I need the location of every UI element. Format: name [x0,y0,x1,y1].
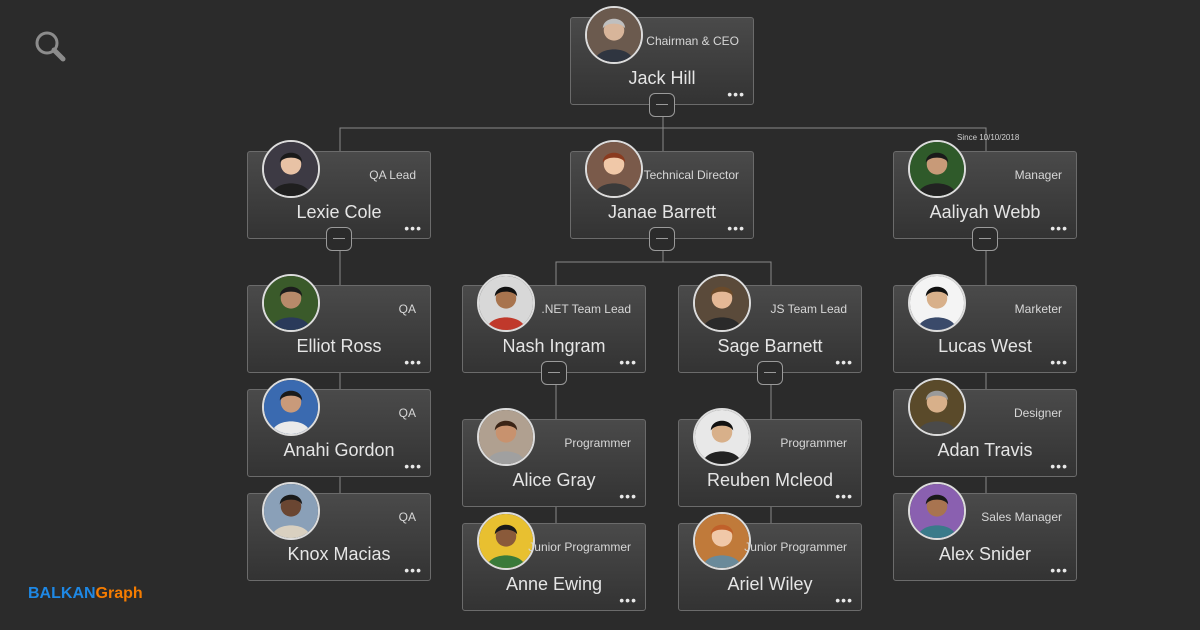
org-node-sage-barnett[interactable]: JS Team Lead Sage Barnett ••• [678,274,862,373]
avatar [693,512,751,570]
more-options-icon[interactable]: ••• [404,220,422,236]
node-title: Junior Programmer [744,540,847,554]
node-title: Programmer [780,436,847,450]
node-title: JS Team Lead [770,302,848,316]
more-options-icon[interactable]: ••• [404,562,422,578]
org-node-jack-hill[interactable]: Chairman & CEO Jack Hill ••• [570,6,754,105]
node-title: QA [398,302,416,316]
org-node-alex-snider[interactable]: Sales Manager Alex Snider ••• [893,482,1077,581]
node-name: Jack Hill [628,68,696,88]
org-node-anne-ewing[interactable]: Junior Programmer Anne Ewing ••• [462,512,646,611]
collapse-toggle[interactable] [649,227,675,251]
more-options-icon[interactable]: ••• [727,86,745,102]
logo-part-2: Graph [95,585,143,602]
org-node-ariel-wiley[interactable]: Junior Programmer Ariel Wiley ••• [678,512,862,611]
collapse-toggle[interactable] [972,227,998,251]
node-title: Programmer [564,436,631,450]
avatar [908,274,966,332]
node-name: Knox Macias [287,544,391,564]
collapse-toggle[interactable] [649,93,675,117]
avatar [585,140,643,198]
node-title: Designer [1013,406,1062,420]
node-name: Nash Ingram [502,336,606,356]
since-date-note: Since 10/10/2018 [957,133,1020,142]
avatar [262,378,320,436]
node-name: Ariel Wiley [727,574,813,594]
node-name: Alice Gray [512,470,596,490]
node-title: Chairman & CEO [646,34,739,48]
collapse-toggle[interactable] [541,361,567,385]
node-title: Manager [1014,168,1062,182]
more-options-icon[interactable]: ••• [835,592,853,608]
link-tech-branch [555,240,772,285]
more-options-icon[interactable]: ••• [619,488,637,504]
collapse-toggle[interactable] [757,361,783,385]
node-name: Lucas West [938,336,1032,356]
avatar [693,274,751,332]
more-options-icon[interactable]: ••• [619,354,637,370]
org-node-alice-gray[interactable]: Programmer Alice Gray ••• [462,408,646,507]
node-title: QA [398,406,416,420]
collapse-toggle[interactable] [326,227,352,251]
avatar [477,512,535,570]
avatar [908,378,966,436]
node-title: Technical Director [643,168,739,182]
node-title: .NET Team Lead [541,302,631,316]
node-name: Sage Barnett [717,336,823,356]
node-title: QA Lead [369,168,416,182]
more-options-icon[interactable]: ••• [727,220,745,236]
org-node-adan-travis[interactable]: Designer Adan Travis ••• [893,378,1077,477]
node-name: Lexie Cole [296,202,382,222]
avatar [262,482,320,540]
more-options-icon[interactable]: ••• [1050,354,1068,370]
node-name: Anne Ewing [505,574,603,594]
avatar [262,140,320,198]
org-node-elliot-ross[interactable]: QA Elliot Ross ••• [247,274,431,373]
org-node-anahi-gordon[interactable]: QA Anahi Gordon ••• [247,378,431,477]
node-name: Adan Travis [937,440,1033,460]
more-options-icon[interactable]: ••• [404,458,422,474]
org-node-lexie-cole[interactable]: QA Lead Lexie Cole ••• [247,140,431,239]
balkangraph-logo: BALKANGraph [28,585,143,603]
node-name: Elliot Ross [296,336,382,356]
node-title: Sales Manager [981,510,1062,524]
more-options-icon[interactable]: ••• [835,488,853,504]
avatar [477,274,535,332]
more-options-icon[interactable]: ••• [619,592,637,608]
org-node-aaliyah-webb[interactable]: Manager Aaliyah Webb ••• [893,140,1077,239]
more-options-icon[interactable]: ••• [835,354,853,370]
avatar [908,482,966,540]
org-node-janae-barrett[interactable]: Technical Director Janae Barrett ••• [570,140,754,239]
node-name: Anahi Gordon [283,440,395,460]
avatar [477,408,535,466]
more-options-icon[interactable]: ••• [1050,562,1068,578]
search-icon[interactable] [32,29,68,65]
org-node-nash-ingram[interactable]: .NET Team Lead Nash Ingram ••• [462,274,646,373]
node-name: Aaliyah Webb [929,202,1041,222]
node-title: Marketer [1014,302,1062,316]
node-name: Reuben Mcleod [706,470,834,490]
node-name: Janae Barrett [607,202,717,222]
avatar [693,408,751,466]
org-node-lucas-west[interactable]: Marketer Lucas West ••• [893,274,1077,373]
org-node-reuben-mcleod[interactable]: Programmer Reuben Mcleod ••• [678,408,862,507]
more-options-icon[interactable]: ••• [404,354,422,370]
node-name: Alex Snider [938,544,1032,564]
avatar [262,274,320,332]
node-title: QA [398,510,416,524]
org-node-knox-macias[interactable]: QA Knox Macias ••• [247,482,431,581]
more-options-icon[interactable]: ••• [1050,220,1068,236]
avatar [585,6,643,64]
avatar [908,140,966,198]
logo-part-1: BALKAN [28,585,96,602]
more-options-icon[interactable]: ••• [1050,458,1068,474]
node-title: Junior Programmer [528,540,631,554]
